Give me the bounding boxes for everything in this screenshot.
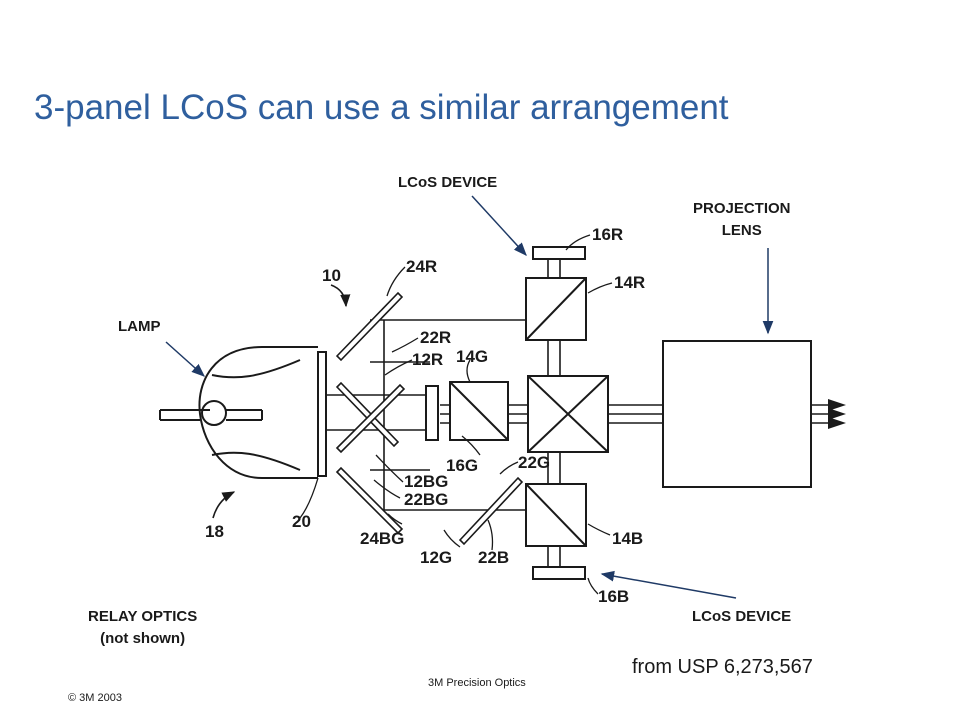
ref-22g: 22G bbox=[518, 453, 550, 472]
projection-lens-label-line1: PROJECTION bbox=[693, 200, 791, 217]
ref-16b: 16B bbox=[598, 587, 629, 606]
ref-22r: 22R bbox=[420, 328, 451, 347]
ref-24bg: 24BG bbox=[360, 529, 404, 548]
projection-lens-label-line2: LENS bbox=[721, 222, 762, 239]
filter-plate-20 bbox=[317, 351, 327, 477]
projection-lens-label: PROJECTION LENS bbox=[693, 198, 791, 242]
ref-24r: 24R bbox=[406, 257, 437, 276]
ref-16r: 16R bbox=[592, 225, 623, 244]
callout-arrows bbox=[165, 195, 774, 599]
lamp-label: LAMP bbox=[118, 318, 161, 335]
reference-leaders bbox=[299, 234, 613, 595]
reference-numerals: 10 24R 22R 12R 14G 16R 14R 12BG 22BG 16G… bbox=[205, 225, 645, 606]
lcos-panel-16g bbox=[425, 385, 439, 441]
ref-14r: 14R bbox=[614, 273, 645, 292]
relay-optics-label-line2: (not shown) bbox=[100, 630, 186, 647]
copyright-footer: © 3M 2003 bbox=[68, 692, 122, 704]
slide-title: 3-panel LCoS can use a similar arrangeme… bbox=[34, 88, 729, 127]
lcos-device-bottom-label: LCoS DEVICE bbox=[692, 608, 792, 625]
relay-optics-label: RELAY OPTICS (not shown) bbox=[88, 606, 197, 650]
prism-14g bbox=[449, 381, 509, 441]
ref-12r: 12R bbox=[412, 350, 443, 369]
lcos-panel-16r bbox=[532, 246, 586, 260]
prism-14r bbox=[525, 277, 587, 341]
ref-12g: 12G bbox=[420, 548, 452, 567]
dichroic-mirrors bbox=[335, 291, 524, 546]
ref-14b: 14B bbox=[612, 529, 643, 548]
ref-22b: 22B bbox=[478, 548, 509, 567]
x-cube-prism bbox=[527, 375, 609, 453]
ref-10: 10 bbox=[322, 266, 341, 285]
relay-optics-label-line1: RELAY OPTICS bbox=[88, 608, 198, 625]
assembly-10-arrow bbox=[330, 284, 351, 308]
lamp-reflector bbox=[159, 346, 318, 479]
lcos-panel-16b bbox=[532, 566, 586, 580]
ref-18: 18 bbox=[205, 522, 224, 541]
source-citation: from USP 6,273,567 bbox=[632, 656, 813, 678]
ref-14g: 14G bbox=[456, 347, 488, 366]
ref-22bg: 22BG bbox=[404, 490, 448, 509]
company-footer: 3M Precision Optics bbox=[428, 677, 526, 689]
prism-14b bbox=[525, 483, 587, 547]
projection-lens bbox=[662, 340, 812, 488]
output-arrows bbox=[828, 399, 846, 429]
lcos-device-top-label: LCoS DEVICE bbox=[398, 174, 498, 191]
ref-16g: 16G bbox=[446, 456, 478, 475]
assembly-18-arrow bbox=[212, 491, 236, 519]
ref-12bg: 12BG bbox=[404, 472, 448, 491]
ref-20: 20 bbox=[292, 512, 311, 531]
